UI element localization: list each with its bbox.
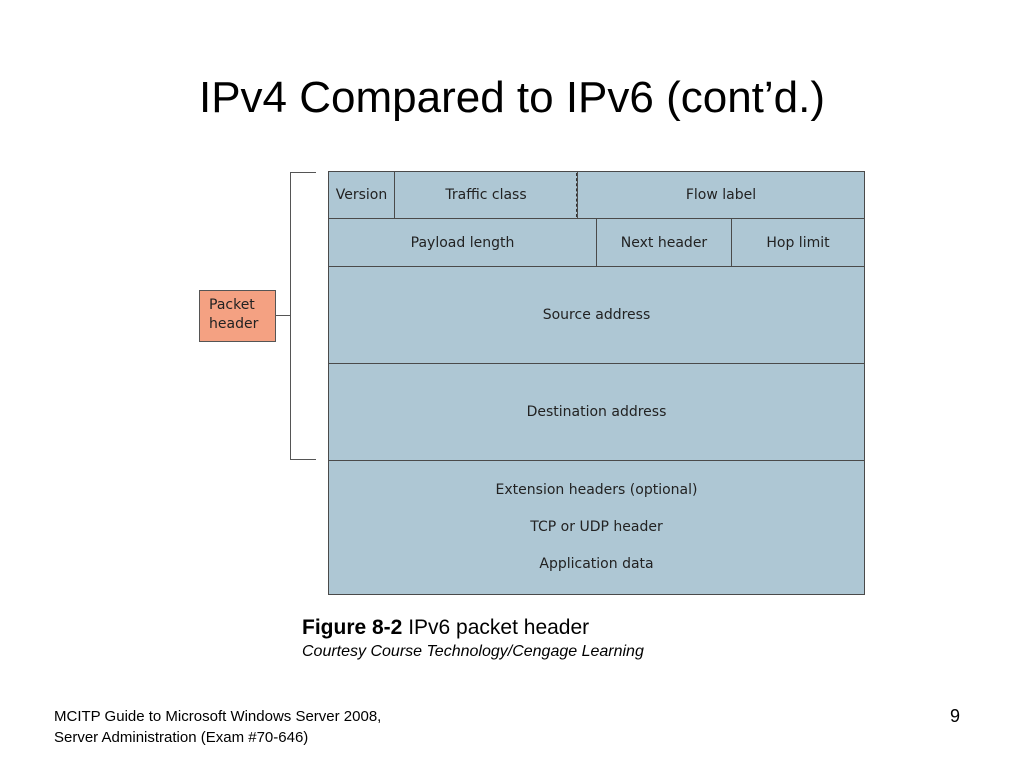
payload-section: Extension headers (optional) TCP or UDP … [328, 460, 865, 595]
page-number: 9 [950, 706, 961, 726]
field-next-header-label: Next header [620, 234, 708, 251]
header-bracket [290, 172, 316, 460]
extension-headers-label: Extension headers (optional) [495, 482, 698, 498]
field-version: Version [328, 171, 395, 219]
field-next-header: Next header [596, 218, 732, 267]
application-data-label: Application data [539, 556, 654, 572]
figure-title: IPv6 packet header [408, 616, 590, 639]
field-destination-address-label: Destination address [526, 404, 667, 420]
field-hop-limit: Hop limit [731, 218, 865, 267]
field-flow-label: Flow label [577, 171, 865, 219]
field-version-label: Version [335, 187, 388, 203]
bracket-connector [276, 315, 290, 316]
figure-credit: Courtesy Course Technology/Cengage Learn… [302, 643, 644, 660]
ipv6-packet-diagram: Version Traffic class Flow label Payload… [328, 171, 865, 595]
field-hop-limit-label: Hop limit [766, 234, 830, 251]
packet-header-label: Packet header [199, 290, 276, 342]
field-traffic-class: Traffic class [394, 171, 578, 219]
figure-caption: Figure 8-2 IPv6 packet header Courtesy C… [302, 615, 644, 663]
field-source-address-label: Source address [542, 307, 651, 323]
field-source-address: Source address [328, 266, 865, 364]
footer-line1: MCITP Guide to Microsoft Windows Server … [54, 708, 382, 725]
traffic-class-divider [576, 173, 577, 217]
field-destination-address: Destination address [328, 363, 865, 461]
slide-footer: MCITP Guide to Microsoft Windows Server … [54, 706, 381, 748]
tcp-udp-header-label: TCP or UDP header [530, 519, 663, 535]
figure-number: Figure 8-2 [302, 616, 403, 639]
field-flow-label-label: Flow label [685, 187, 757, 203]
packet-header-label-line2: header [209, 316, 259, 332]
field-payload-length-label: Payload length [410, 234, 515, 251]
slide-title: IPv4 Compared to IPv6 (cont’d.) [198, 73, 826, 122]
field-payload-length: Payload length [328, 218, 597, 267]
field-traffic-class-label: Traffic class [445, 187, 527, 203]
footer-line2: Server Administration (Exam #70-646) [54, 729, 309, 746]
packet-header-label-line1: Packet [209, 297, 255, 313]
